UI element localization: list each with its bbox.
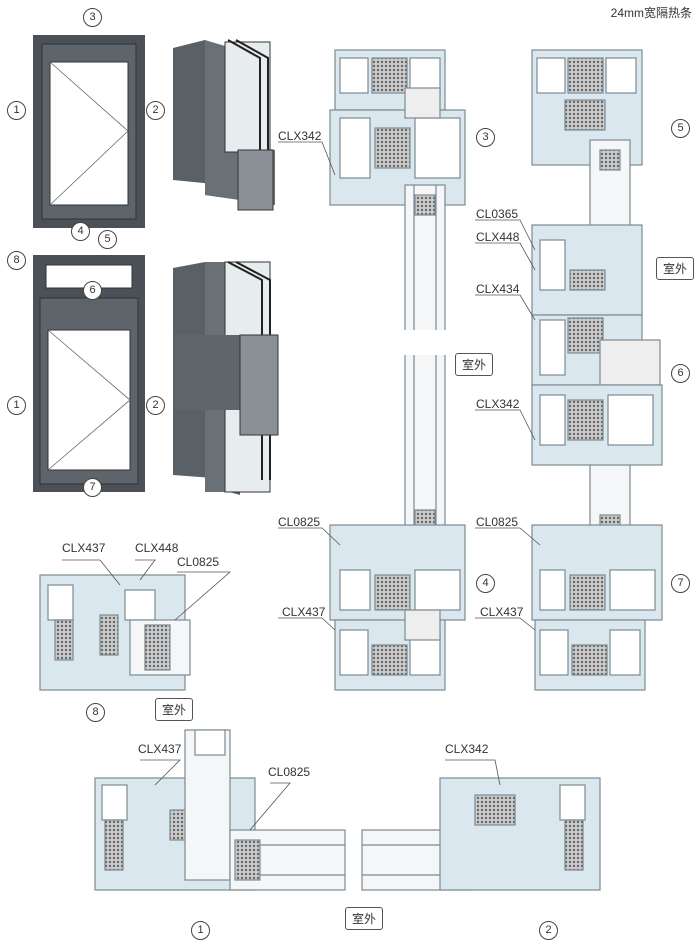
corner-3d-view-1 bbox=[173, 39, 275, 211]
label-clx434: CLX434 bbox=[476, 282, 520, 296]
label-clx342: CLX342 bbox=[476, 397, 520, 411]
outside-label: 室外 bbox=[345, 907, 384, 930]
label-clx342: CLX342 bbox=[278, 129, 322, 143]
corner-3d-view-2 bbox=[173, 261, 279, 495]
diagram-title: 24mm宽隔热条 bbox=[610, 6, 692, 20]
label-clx437: CLX437 bbox=[62, 541, 106, 555]
section-4-bottom bbox=[329, 524, 466, 691]
label-clx448: CLX448 bbox=[135, 541, 179, 555]
label-clx437: CLX437 bbox=[282, 605, 326, 619]
label-cl0825: CL0825 bbox=[268, 765, 311, 779]
section-6-mullion bbox=[531, 224, 663, 466]
callout-8: 8 bbox=[7, 251, 26, 270]
casement-elevation-1 bbox=[33, 35, 145, 228]
callout-7: 7 bbox=[671, 574, 690, 593]
outside-label: 室外 bbox=[656, 257, 695, 280]
section-2-horizontal bbox=[361, 777, 601, 891]
label-clx437: CLX437 bbox=[480, 605, 524, 619]
outside-label: 室外 bbox=[455, 353, 494, 376]
callout-8: 8 bbox=[86, 703, 105, 722]
label-cl0825: CL0825 bbox=[278, 515, 321, 529]
label-clx448: CLX448 bbox=[476, 230, 520, 244]
outside-label: 室外 bbox=[155, 698, 194, 721]
callout-7: 7 bbox=[83, 478, 102, 497]
label-cl0365: CL0365 bbox=[476, 207, 519, 221]
section-8-transom bbox=[39, 574, 191, 691]
callout-2: 2 bbox=[146, 396, 165, 415]
callout-5: 5 bbox=[671, 119, 690, 138]
leader-lines bbox=[62, 141, 541, 831]
callout-3: 3 bbox=[476, 128, 495, 147]
label-cl0825: CL0825 bbox=[177, 555, 220, 569]
callout-2: 2 bbox=[146, 101, 165, 120]
callout-6: 6 bbox=[83, 281, 102, 300]
section-1-horizontal bbox=[94, 729, 346, 891]
callout-5: 5 bbox=[98, 230, 117, 249]
glass-unit-center bbox=[400, 184, 450, 541]
callout-2: 2 bbox=[539, 921, 558, 940]
label-clx342: CLX342 bbox=[445, 742, 489, 756]
callout-1: 1 bbox=[7, 101, 26, 120]
callout-3: 3 bbox=[83, 8, 102, 27]
callout-4: 4 bbox=[476, 574, 495, 593]
callout-1: 1 bbox=[7, 396, 26, 415]
callout-4: 4 bbox=[71, 222, 90, 241]
section-3-top bbox=[329, 49, 466, 206]
label-cl0825: CL0825 bbox=[476, 515, 519, 529]
callout-6: 6 bbox=[671, 364, 690, 383]
section-7-bottom bbox=[531, 524, 663, 691]
callout-1: 1 bbox=[191, 921, 210, 940]
label-clx437: CLX437 bbox=[138, 742, 182, 756]
